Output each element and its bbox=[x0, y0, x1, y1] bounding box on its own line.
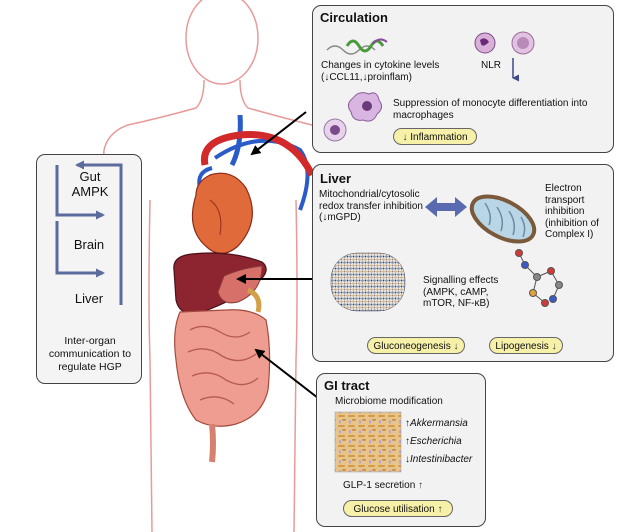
cytokine-text: Changes in cytokine levels (↓CCL11,↓proi… bbox=[321, 60, 440, 83]
microbiome-text: Microbiome modification bbox=[335, 396, 443, 407]
bacteria-arrow-1: ↑ bbox=[405, 436, 410, 447]
liver-label: Liver bbox=[74, 291, 104, 306]
cytokine-protein-icon bbox=[326, 38, 388, 55]
lipogenesis-pill: Lipogenesis ↓ bbox=[489, 337, 563, 354]
bacteria-name-2: Intestinibacter bbox=[410, 454, 473, 465]
inflammation-arrow: ↓ bbox=[402, 132, 408, 143]
cell-cluster-icon bbox=[330, 252, 406, 312]
double-arrow-icon bbox=[425, 197, 467, 217]
gi-tract-title: GI tract bbox=[324, 378, 370, 393]
lipogenesis-arrow: ↓ bbox=[551, 341, 557, 352]
gi-tract-art bbox=[334, 411, 402, 473]
bacteria-row-2: ↓Intestinibacter bbox=[405, 454, 485, 466]
gluconeogenesis-arrow: ↓ bbox=[453, 341, 459, 352]
macrophage-icon bbox=[323, 118, 347, 142]
nlr-label: NLR bbox=[481, 60, 502, 71]
glp1-text: GLP-1 secretion bbox=[343, 480, 416, 491]
bacteria-name-0: Akkermansia bbox=[410, 418, 468, 429]
electron-transport-text: Electron transport inhibition (inhibitio… bbox=[545, 183, 599, 240]
microbiome-icon bbox=[334, 411, 402, 473]
circulation-panel: Circulation Changes in cytokine levels (… bbox=[312, 5, 614, 153]
gluconeogenesis-pill: Gluconeogenesis ↓ bbox=[367, 337, 465, 354]
brain-label: Brain bbox=[73, 237, 105, 252]
bacteria-row-0: ↑Akkermansia bbox=[405, 418, 485, 430]
inter-organ-caption: Inter-organ communication to regulate HG… bbox=[48, 335, 132, 373]
liver-panel-art bbox=[330, 194, 563, 312]
intestine-icon bbox=[174, 287, 271, 463]
loop-arrow-brain-to-liver bbox=[55, 221, 105, 278]
glucose-utilisation-arrow: ↑ bbox=[437, 504, 443, 515]
gluconeogenesis-label: Gluconeogenesis bbox=[373, 341, 451, 352]
glp1-arrow: ↑ bbox=[418, 480, 424, 491]
liver-panel-title: Liver bbox=[320, 171, 352, 186]
monocyte-icon bbox=[347, 92, 383, 122]
bacteria-arrow-0: ↑ bbox=[405, 418, 410, 429]
inter-organ-panel: Gut AMPK Brain Liver Inter-organ communi… bbox=[36, 154, 142, 384]
loop-arrow-gut-to-brain bbox=[55, 165, 105, 220]
bacteria-name-1: Escherichia bbox=[410, 436, 462, 447]
molecule-icon bbox=[515, 249, 563, 307]
gut-ampk-label: Gut AMPK bbox=[71, 169, 109, 199]
redox-text: Mitochondrial/cytosolic redox transfer i… bbox=[319, 189, 423, 223]
glp1-text-row: GLP-1 secretion ↑ bbox=[343, 480, 423, 492]
heart-icon bbox=[191, 114, 316, 255]
circulation-arrow bbox=[250, 111, 307, 156]
bacteria-arrow-2: ↓ bbox=[405, 454, 410, 465]
liver-panel: Liver Mitochondrial/cytosolic redox tran… bbox=[312, 164, 614, 362]
mitochondrion-icon bbox=[469, 194, 537, 244]
glucose-utilisation-label: Glucose utilisation bbox=[353, 504, 435, 515]
circulation-art bbox=[323, 31, 535, 142]
signalling-text: Signalling effects (AMPK, cAMP, mTOR, NF… bbox=[423, 275, 499, 309]
bacteria-row-1: ↑Escherichia bbox=[405, 436, 485, 448]
inflammation-label: Inflammation bbox=[410, 132, 468, 143]
liver-organ-icon bbox=[173, 252, 267, 315]
circulation-title: Circulation bbox=[320, 10, 388, 25]
inflammation-pill: ↓ Inflammation bbox=[393, 128, 477, 145]
lipogenesis-label: Lipogenesis bbox=[495, 341, 549, 352]
inter-organ-loop-art bbox=[55, 160, 123, 305]
gi-tract-panel: GI tract Microbiome modification ↑Akkerm… bbox=[316, 373, 486, 527]
monocyte-text: Suppression of monocyte differentiation … bbox=[393, 98, 588, 121]
loop-arrow-liver-to-gut bbox=[75, 160, 123, 305]
glucose-utilisation-pill: Glucose utilisation ↑ bbox=[343, 500, 453, 517]
gi-tract-arrow bbox=[254, 348, 319, 399]
